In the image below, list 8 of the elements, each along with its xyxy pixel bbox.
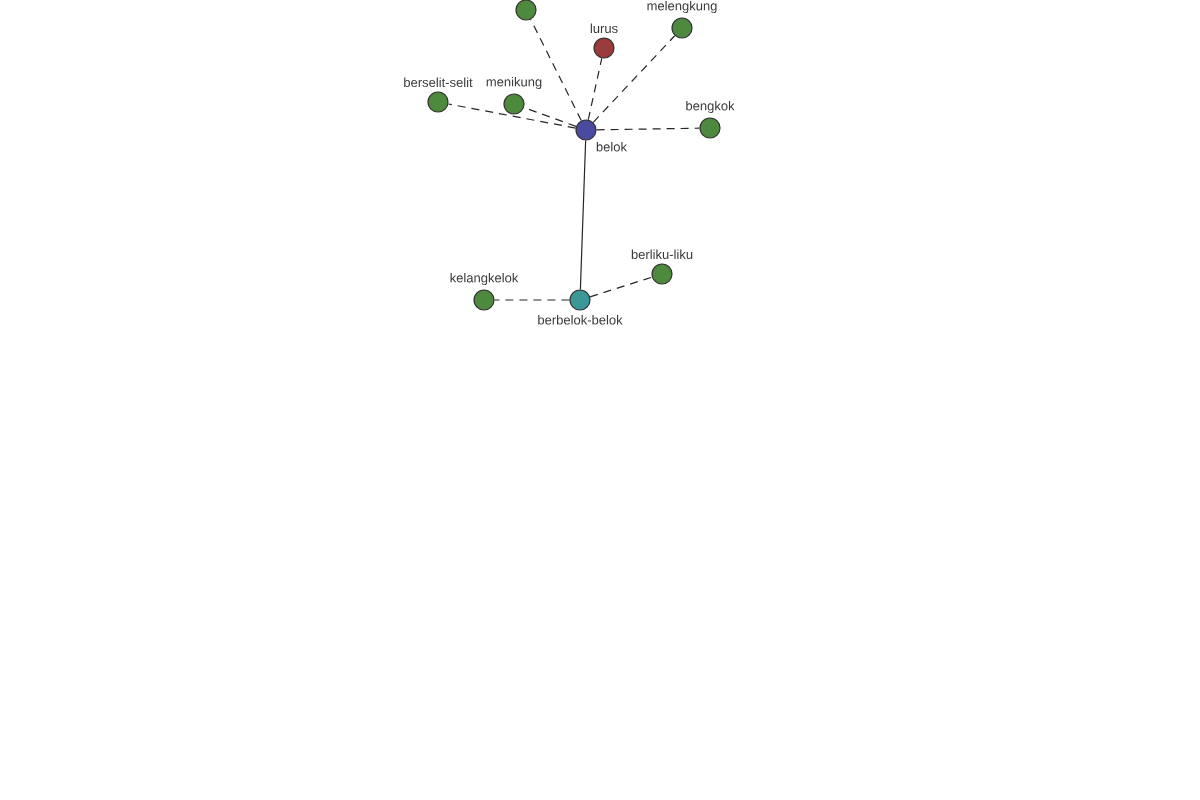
dashed-line [447,103,577,129]
dashed-line [494,299,570,301]
dashed-line [592,35,676,123]
dashed-line [523,107,577,127]
dashed-line [587,57,603,121]
dashed-line [596,127,700,131]
connector-line [579,140,587,290]
dashed-line [589,276,653,298]
